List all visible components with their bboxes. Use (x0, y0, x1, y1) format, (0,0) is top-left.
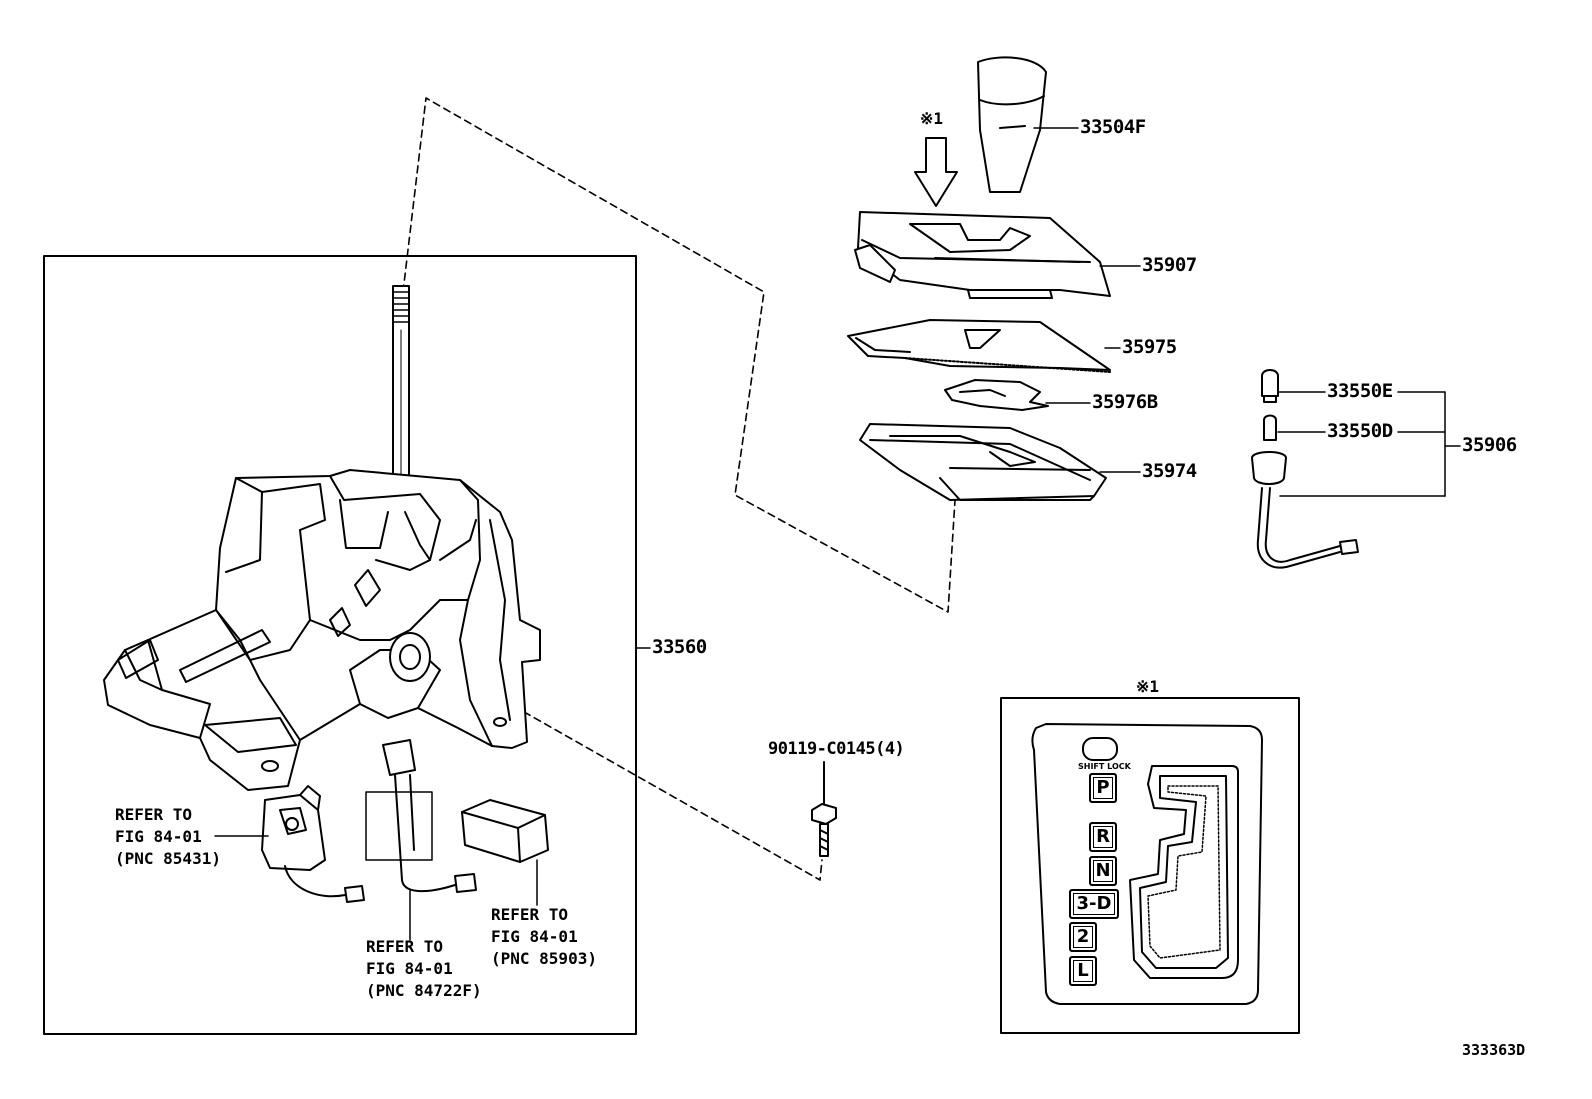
gate-plate-drawing (1031, 723, 1263, 1005)
mark-arrow: ※1 (920, 109, 944, 128)
note1-line3: (PNC 85431) (115, 849, 221, 868)
label-bulb-d: 33550D (1327, 420, 1393, 442)
gate-key-3d: 3-D (1069, 889, 1119, 919)
socket-assy-bracket (1277, 391, 1461, 497)
switch-part (365, 739, 477, 941)
label-lower-housing: 35974 (1142, 460, 1197, 482)
assembly-frame (43, 255, 637, 1035)
lower-housing-drawing (859, 423, 1107, 501)
socket-drawing (1251, 451, 1359, 569)
gate-key-p: P (1089, 773, 1117, 803)
shift-lever-assembly-drawing (103, 285, 541, 791)
note2-line2: FIG 84-01 (366, 959, 453, 978)
label-slide-plate: 35976B (1092, 391, 1158, 413)
view-arrow (914, 137, 958, 207)
label-knob: 33504F (1080, 116, 1146, 138)
computer-part (461, 799, 549, 906)
gate-key-2: 2 (1069, 922, 1097, 952)
shift-lock-label: SHIFT LOCK (1078, 762, 1131, 771)
note1-line1: REFER TO (115, 805, 193, 824)
note3-line1: REFER TO (491, 905, 569, 924)
note3-line2: FIG 84-01 (491, 927, 578, 946)
diagram-id: 333363D (1462, 1041, 1526, 1059)
label-socket-assy: 35906 (1462, 434, 1517, 456)
detail-frame (1000, 697, 1300, 1034)
note2-line3: (PNC 84722F) (366, 981, 482, 1000)
gate-key-n: N (1089, 856, 1117, 886)
gate-key-l: L (1069, 956, 1097, 986)
bulb-e-drawing (1261, 369, 1279, 403)
dashed-assembly-outline (402, 97, 956, 881)
note1-line2: FIG 84-01 (115, 827, 202, 846)
solenoid-part (261, 785, 365, 903)
label-indicator-plate: 35975 (1122, 336, 1177, 358)
knob-drawing (977, 56, 1047, 193)
label-bulb-e: 33550E (1327, 380, 1393, 402)
note2-line1: REFER TO (366, 937, 444, 956)
mark-detail: ※1 (1136, 677, 1160, 696)
indicator-plate-drawing (847, 319, 1111, 373)
label-housing-cover: 35907 (1142, 254, 1197, 276)
housing-cover-drawing (854, 211, 1111, 299)
gate-key-r: R (1089, 822, 1117, 852)
slide-plate-drawing (944, 379, 1049, 411)
note3-line3: (PNC 85903) (491, 949, 597, 968)
label-shift-lever-assy: 33560 (652, 636, 707, 658)
bolt-drawing (811, 761, 837, 857)
bulb-d-drawing (1263, 414, 1277, 441)
label-bolt: 90119-C0145(4) (768, 739, 905, 759)
